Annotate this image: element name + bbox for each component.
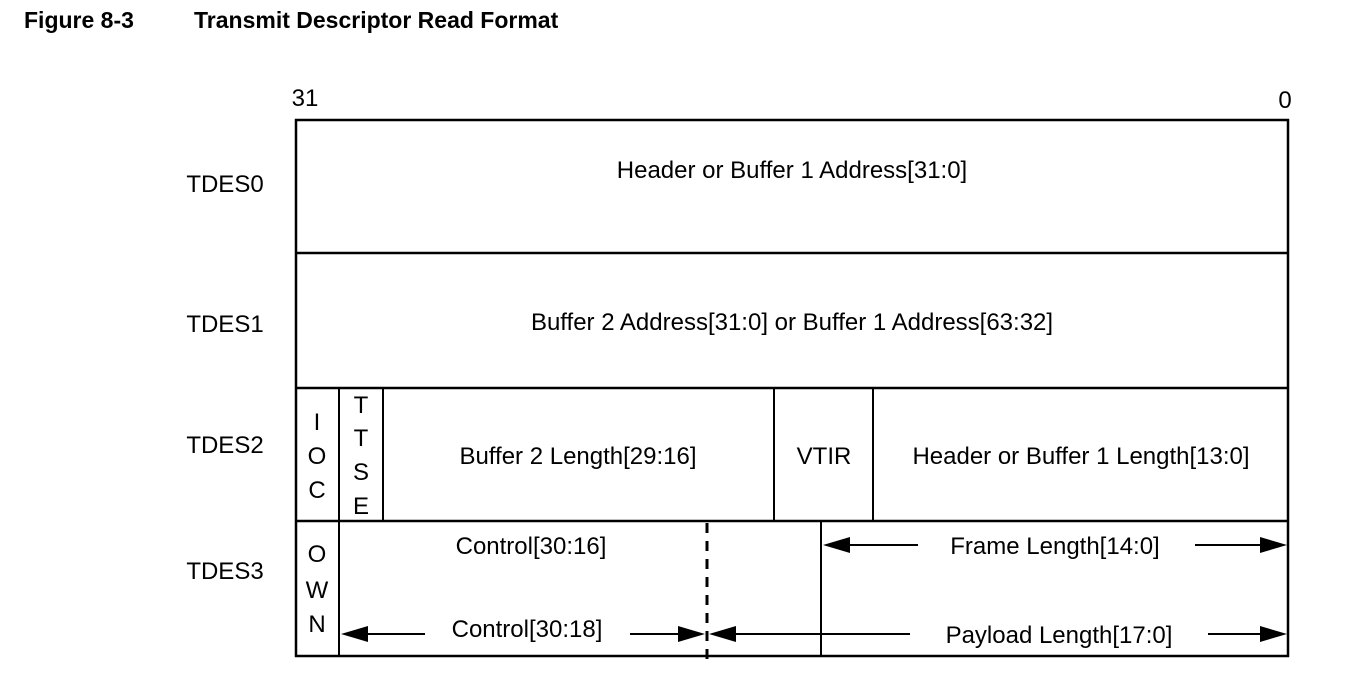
- tdes3-control-lower: Control[30:18]: [452, 616, 603, 643]
- control-lower-span: Control[30:18]: [341, 616, 705, 643]
- own-letter: W: [306, 577, 329, 604]
- ttse-letter: T: [354, 425, 369, 452]
- arrow-left-icon: [823, 537, 850, 553]
- tdes3-payload-length: Payload Length[17:0]: [946, 622, 1173, 649]
- tdes2-header-length: Header or Buffer 1 Length[13:0]: [912, 443, 1249, 470]
- row-label-tdes3: TDES3: [186, 558, 263, 585]
- ioc-letter: I: [314, 409, 321, 436]
- bit-label-lsb: 0: [1278, 87, 1291, 114]
- arrow-left-icon: [709, 626, 736, 642]
- ioc-letter: O: [308, 443, 327, 470]
- tdes2-buffer2-length: Buffer 2 Length[29:16]: [459, 443, 696, 470]
- figure-title: Transmit Descriptor Read Format: [194, 7, 559, 33]
- row-label-tdes2: TDES2: [186, 432, 263, 459]
- tdes3-own-field: O W N: [306, 541, 329, 638]
- row-label-tdes0: TDES0: [186, 171, 263, 198]
- arrow-right-icon: [1260, 626, 1287, 642]
- tdes3-control-upper: Control[30:16]: [456, 533, 607, 560]
- frame-length-span: Frame Length[14:0]: [823, 533, 1287, 560]
- row-label-tdes1: TDES1: [186, 311, 263, 338]
- payload-length-span: Payload Length[17:0]: [709, 622, 1287, 649]
- ttse-letter: S: [353, 459, 369, 486]
- ttse-letter: T: [354, 392, 369, 419]
- own-letter: O: [308, 541, 327, 568]
- arrow-right-icon: [678, 626, 705, 642]
- ttse-letter: E: [353, 493, 369, 520]
- figure-number: Figure 8-3: [24, 7, 134, 33]
- tdes2-ttse-field: T T S E: [353, 392, 369, 520]
- bit-label-msb: 31: [292, 85, 319, 112]
- arrow-left-icon: [341, 626, 368, 642]
- arrow-right-icon: [1260, 537, 1287, 553]
- own-letter: N: [308, 611, 325, 638]
- tdes2-vtir: VTIR: [797, 443, 852, 470]
- tdes3-frame-length: Frame Length[14:0]: [950, 533, 1159, 560]
- tdes0-field: Header or Buffer 1 Address[31:0]: [617, 157, 967, 184]
- tdes2-ioc-field: I O C: [308, 409, 327, 504]
- tdes1-field: Buffer 2 Address[31:0] or Buffer 1 Addre…: [531, 309, 1053, 336]
- ioc-letter: C: [308, 477, 325, 504]
